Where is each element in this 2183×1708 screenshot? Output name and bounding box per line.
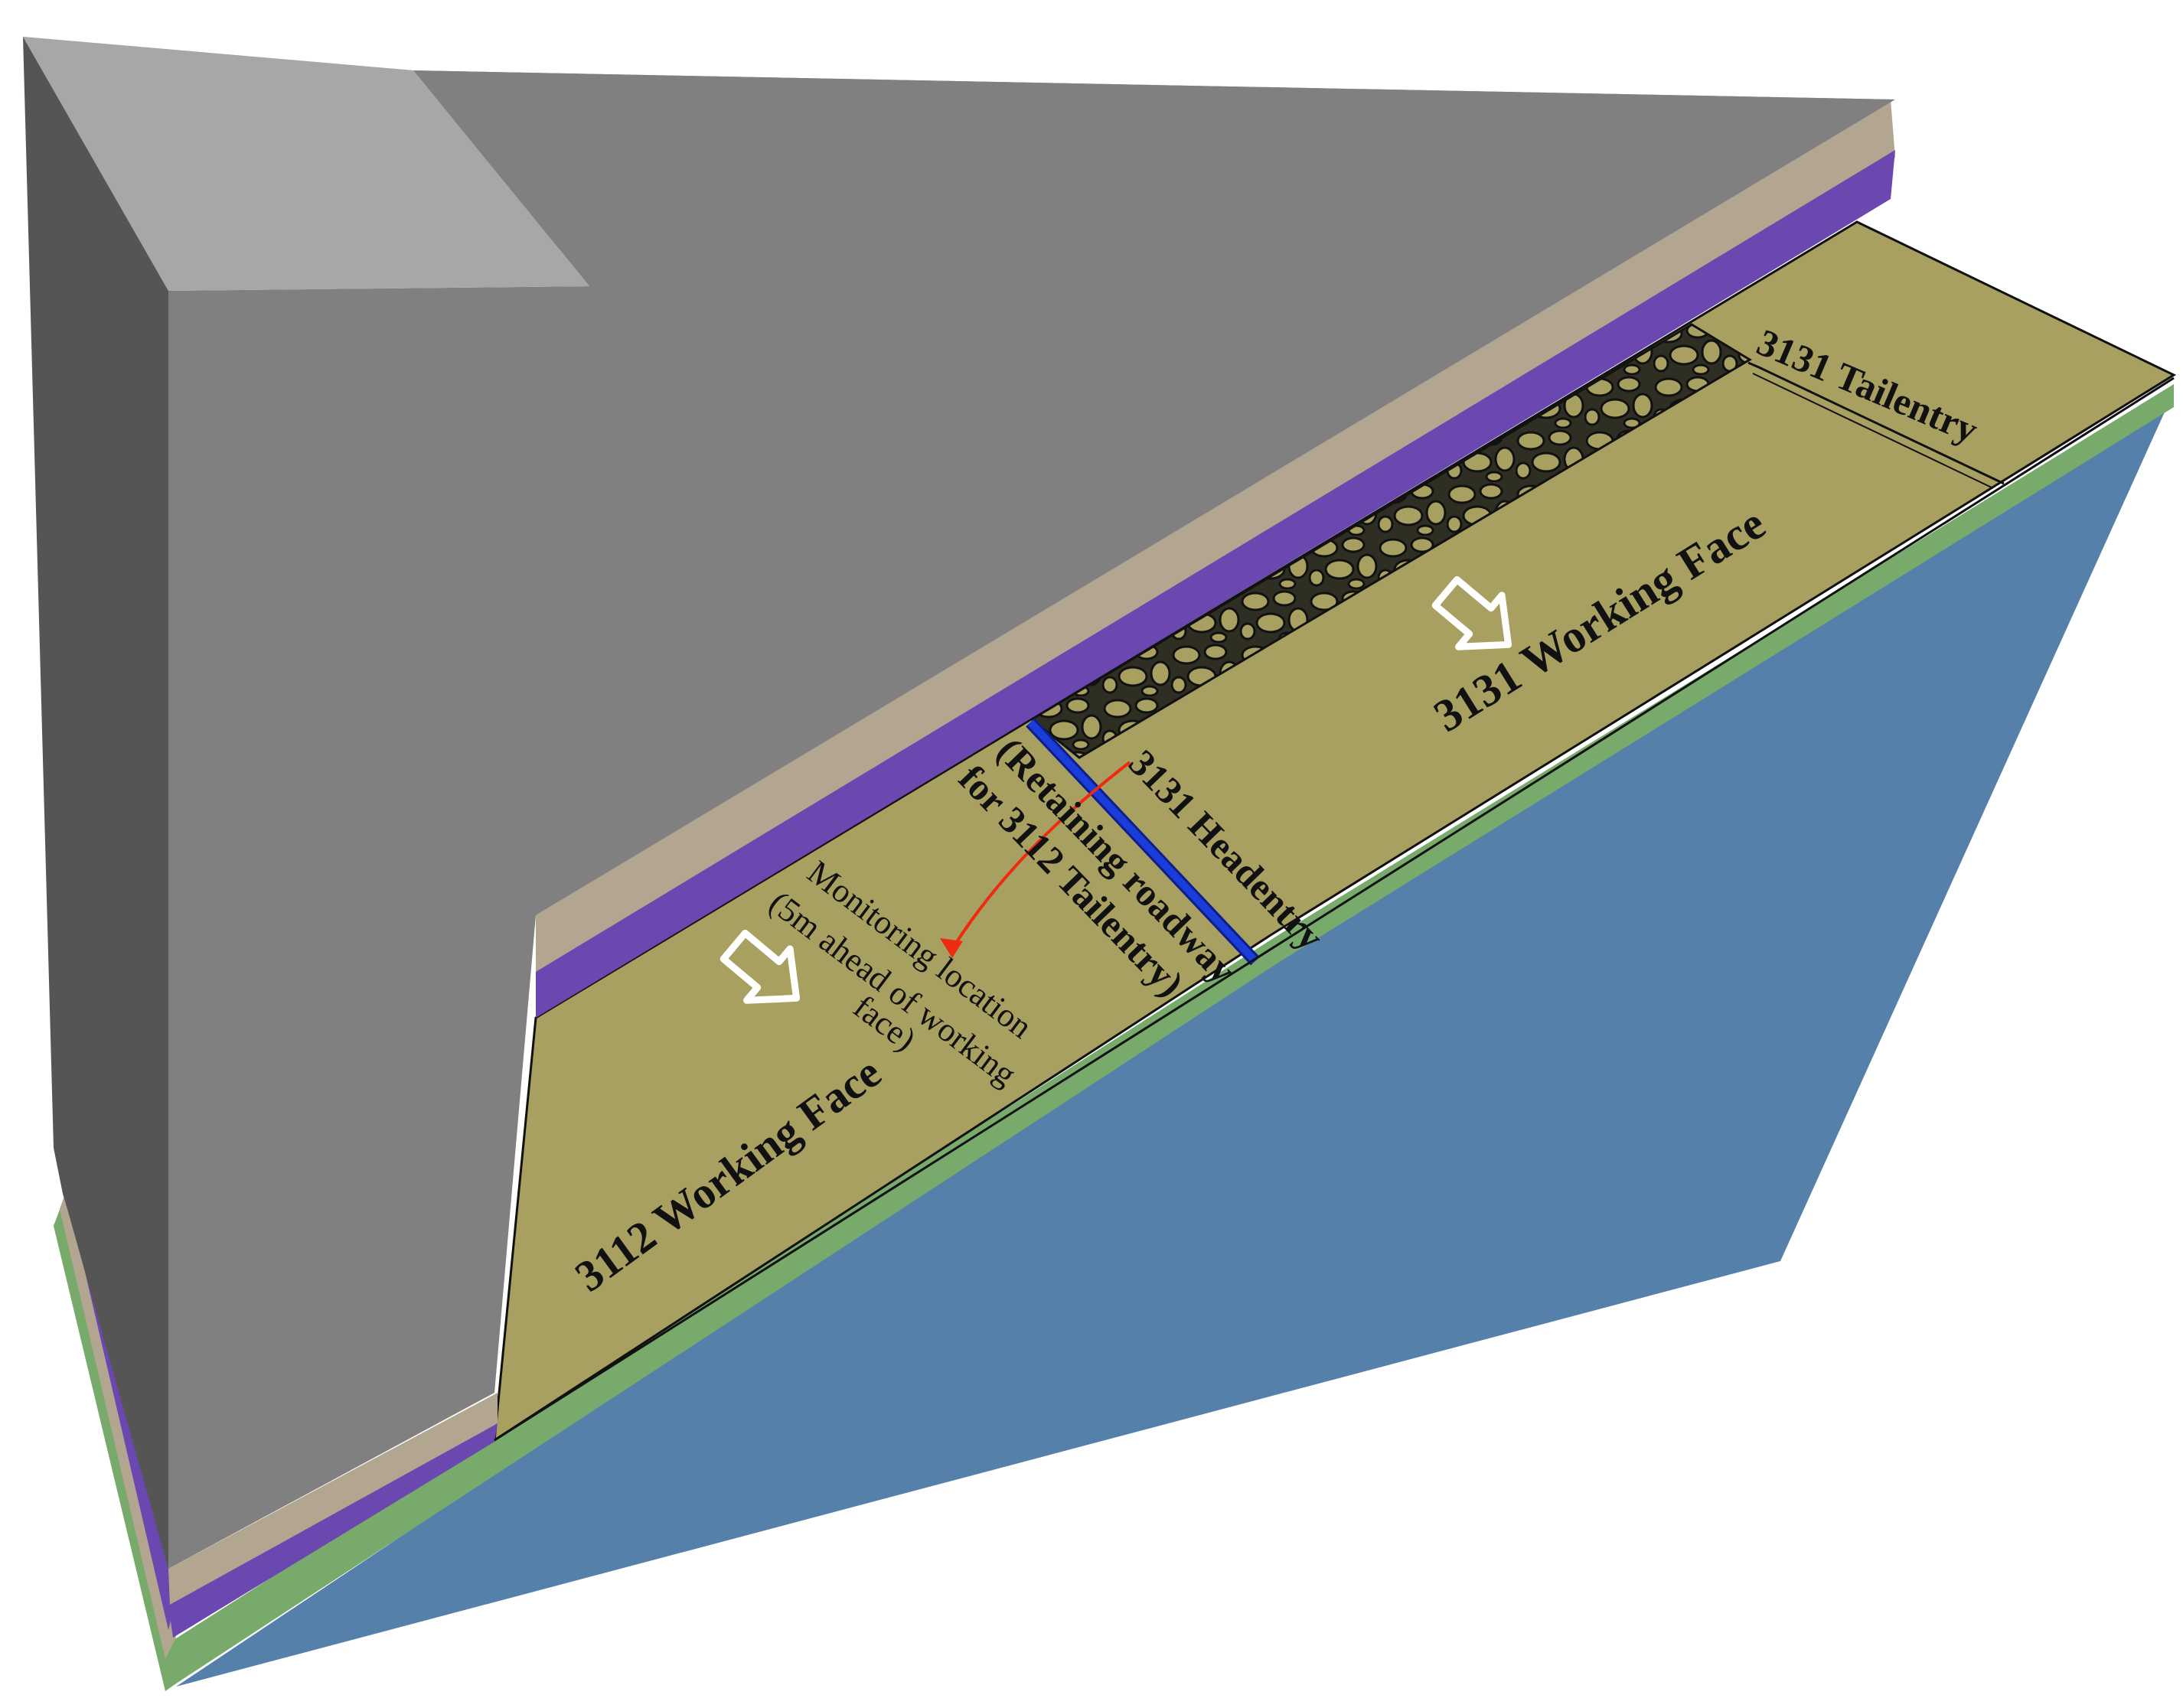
tailentry-outline-inner bbox=[1752, 373, 1994, 489]
headentry-roadway-highlight bbox=[1027, 719, 1258, 964]
overburden-front-face bbox=[168, 70, 1895, 1569]
coal-seam-surface bbox=[493, 220, 2177, 1442]
tailentry-outline bbox=[1747, 361, 2005, 485]
red-arrow-icon bbox=[940, 938, 963, 958]
hollow-arrow-down-right-icon bbox=[720, 929, 801, 1004]
purple-layer-left-bottom bbox=[168, 1423, 498, 1638]
overburden-top-face-light bbox=[23, 37, 589, 291]
floor-green-layer bbox=[165, 384, 2174, 1687]
seam-front-edge bbox=[494, 376, 2175, 1442]
monitoring-arrow bbox=[951, 761, 1131, 950]
tan-layer-left-bottom bbox=[168, 1393, 498, 1605]
purple-layer-top bbox=[536, 150, 1895, 1018]
hollow-arrow-down-right-icon bbox=[1431, 575, 1512, 650]
tan-layer-top bbox=[536, 99, 1895, 978]
gob-area bbox=[1030, 323, 1752, 759]
left-side-tan bbox=[60, 1178, 176, 1659]
overburden-left-face bbox=[23, 37, 168, 1569]
